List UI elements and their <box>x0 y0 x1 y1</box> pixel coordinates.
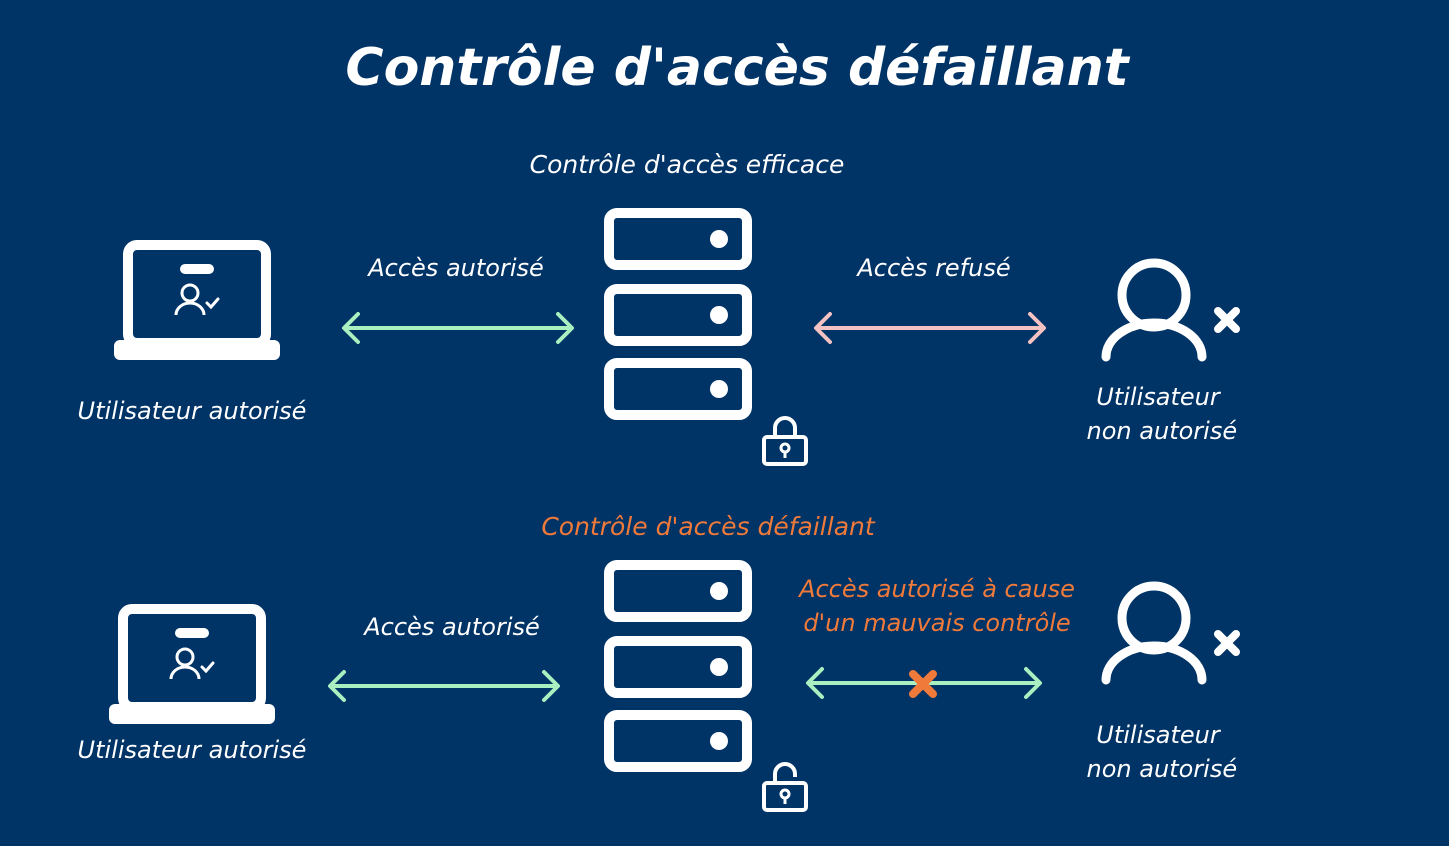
right-arrow-label: Accès refusé <box>857 254 1011 282</box>
server-icon <box>604 560 752 772</box>
right-user-label: Utilisateur non autorisé <box>1086 383 1238 445</box>
lock-open-icon <box>762 762 808 812</box>
left-user-label: Utilisateur autorisé <box>77 736 307 764</box>
double-arrow-denied <box>814 312 1046 344</box>
cross-icon <box>909 670 937 698</box>
section-title-broken: Contrôle d'accès défaillant <box>541 512 875 541</box>
double-arrow-allowed <box>328 670 560 702</box>
lock-closed-icon <box>762 416 808 466</box>
left-arrow-label: Accès autorisé <box>368 254 544 282</box>
double-arrow-allowed <box>342 312 574 344</box>
left-arrow-label: Accès autorisé <box>364 613 540 641</box>
right-arrow-label-warning: Accès autorisé à cause d'un mauvais cont… <box>799 575 1075 637</box>
left-user-label: Utilisateur autorisé <box>77 397 307 425</box>
right-user-label: Utilisateur non autorisé <box>1086 721 1238 783</box>
section-title-effective: Contrôle d'accès efficace <box>529 150 845 179</box>
server-icon <box>604 208 752 420</box>
main-title: Contrôle d'accès défaillant <box>345 38 1129 98</box>
user-denied-icon <box>1101 258 1240 362</box>
laptop-user-icon <box>114 240 280 360</box>
laptop-user-icon <box>109 604 275 724</box>
user-denied-icon <box>1101 581 1240 685</box>
